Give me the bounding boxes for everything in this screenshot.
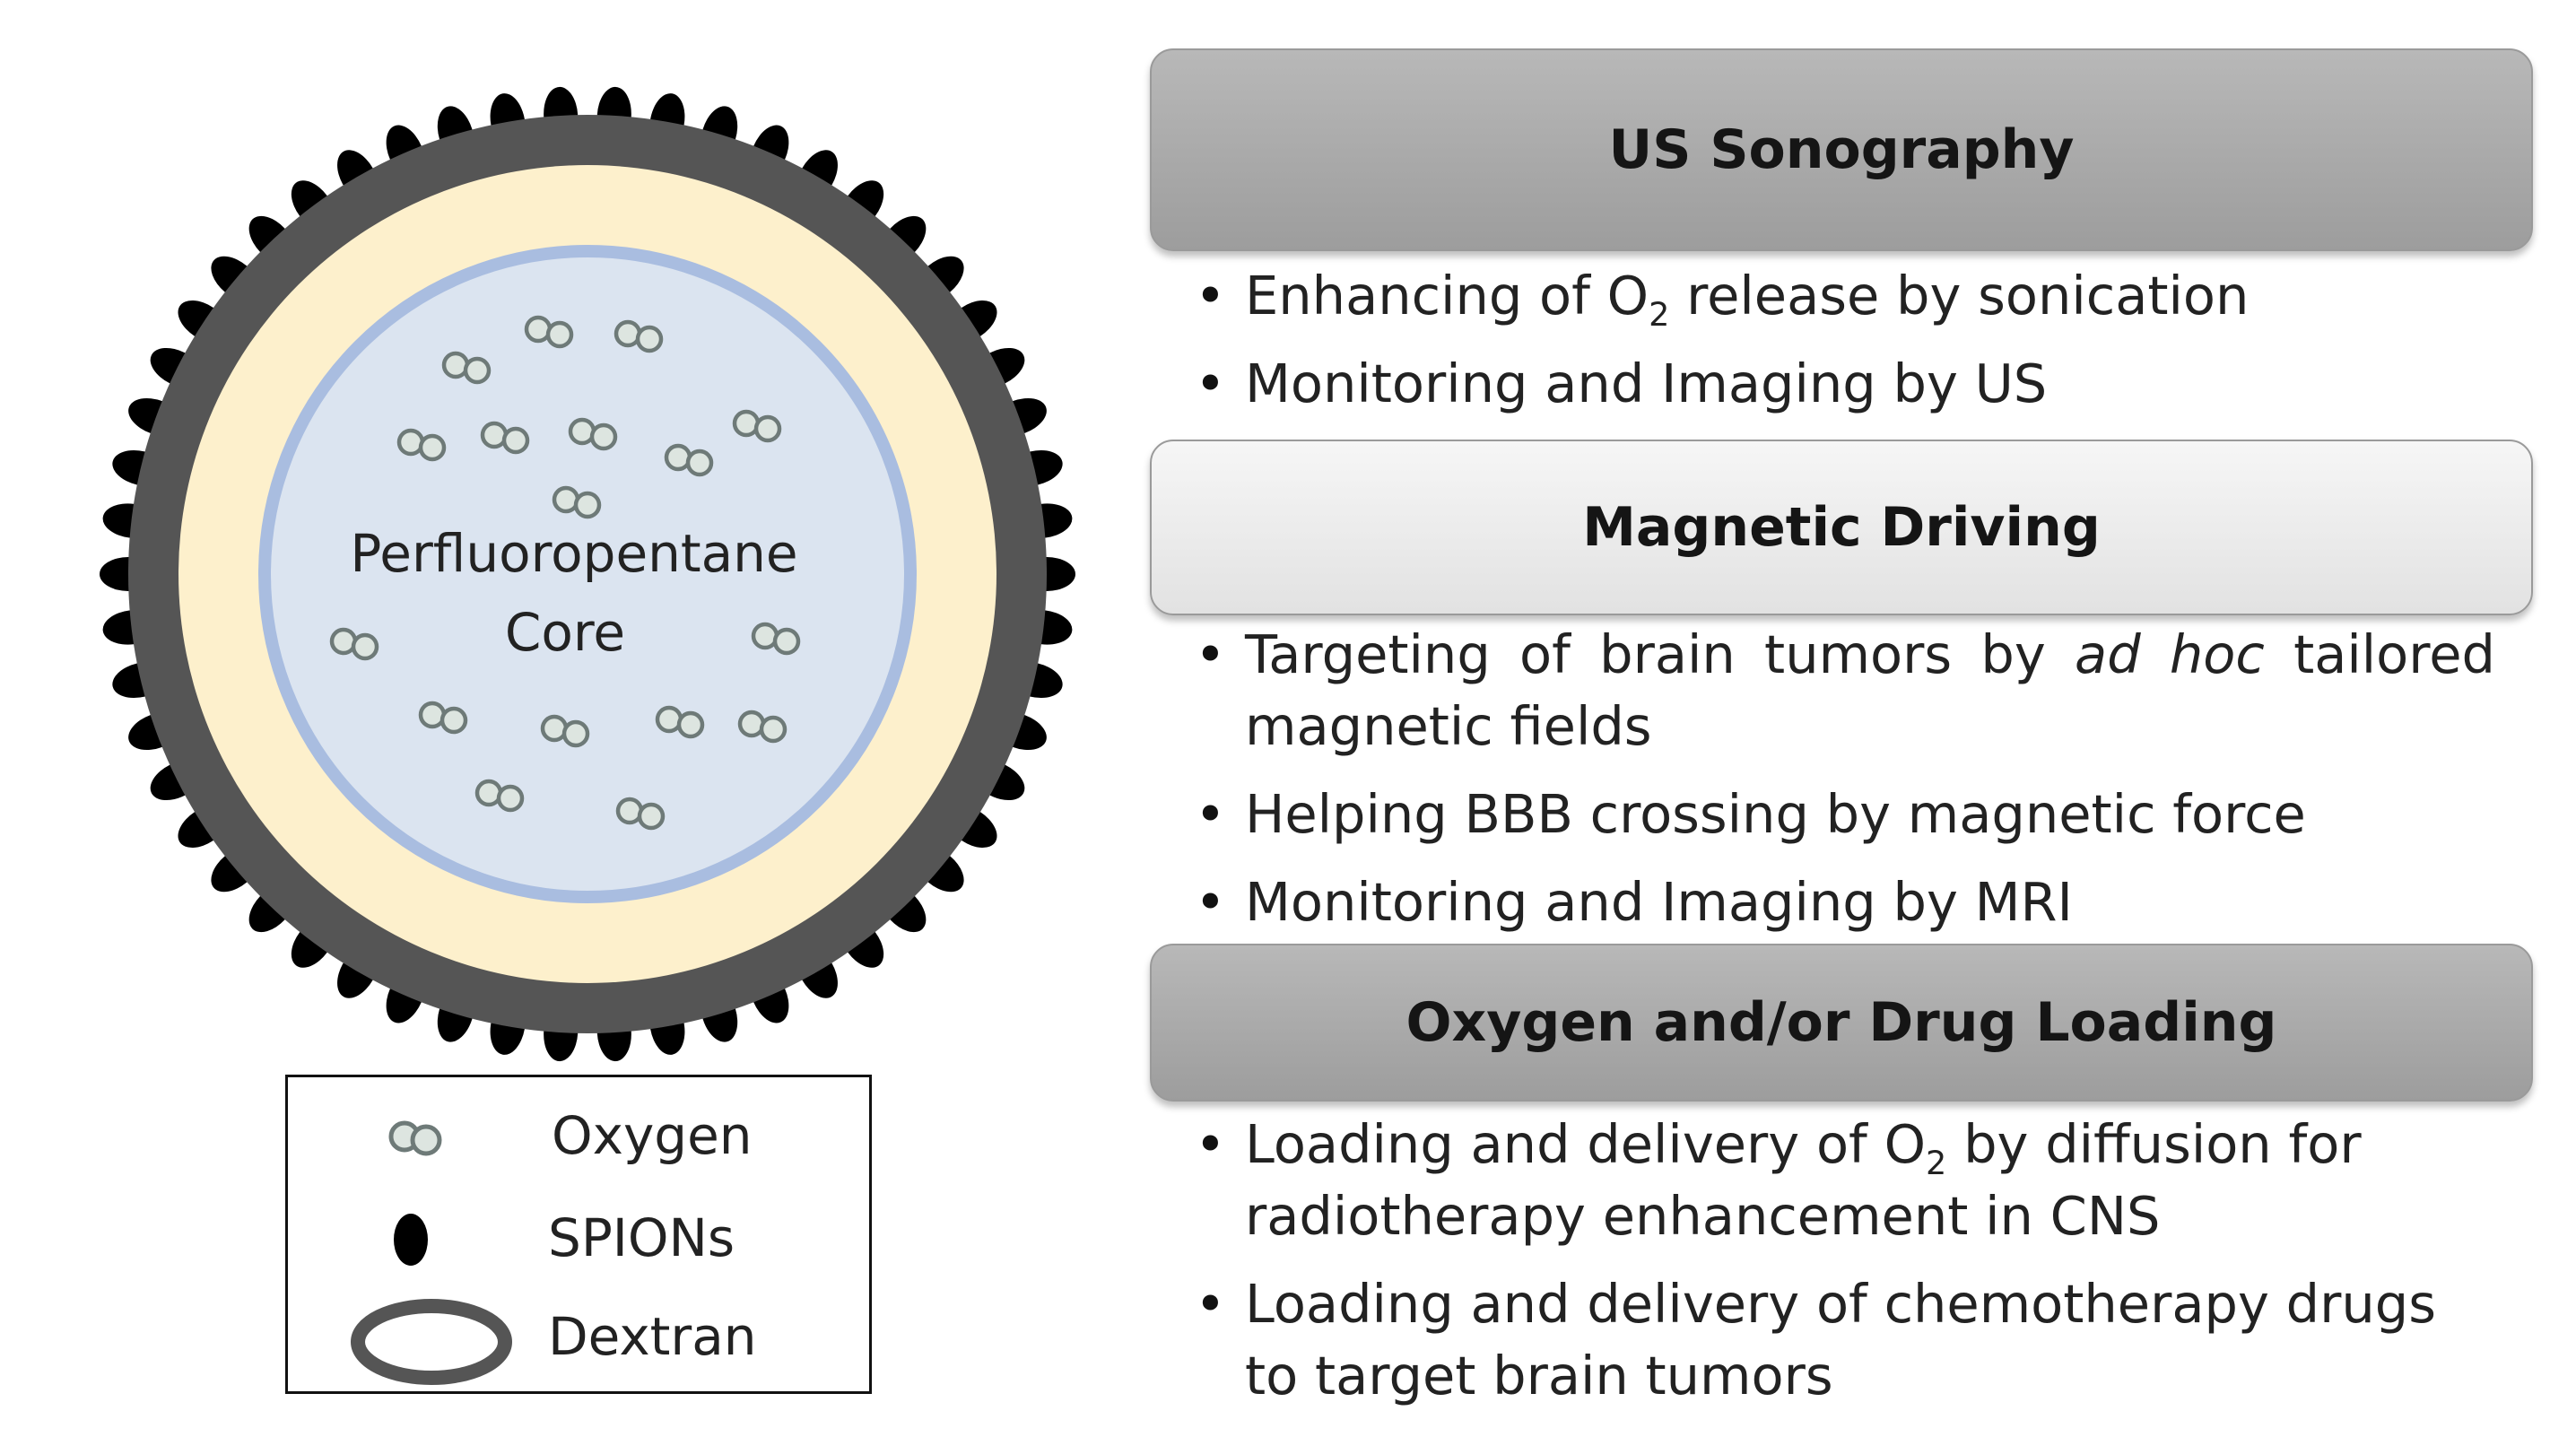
dextran-ring-icon	[351, 1299, 512, 1385]
oxygen-molecule	[329, 627, 379, 661]
oxygen-molecule	[540, 714, 590, 748]
section-bullets-oxygen-drug-loading: Loading and delivery of O2 by diffusion …	[1195, 1109, 2495, 1412]
oxygen-molecule	[664, 443, 714, 477]
oxygen-molecule	[441, 351, 492, 385]
spion-icon	[394, 1214, 428, 1266]
bullet-text: Targeting of brain tumors by	[1245, 623, 2076, 685]
oxygen-molecule	[751, 622, 801, 656]
oxygen-molecule	[615, 797, 666, 831]
bullet-text: Monitoring and Imaging by MRI	[1245, 871, 2073, 933]
section-header-oxygen-drug-loading: Oxygen and/or Drug Loading	[1150, 944, 2533, 1102]
section-title: Magnetic Driving	[1582, 496, 2101, 559]
core-label-line1: Perfluoropentane	[350, 523, 798, 584]
section-header-us-sonography: US Sonography	[1150, 48, 2533, 251]
legend-label-spions: SPIONs	[548, 1207, 735, 1268]
oxygen-molecule	[655, 705, 705, 739]
legend-label-oxygen: Oxygen	[552, 1105, 753, 1166]
nanobubble-diagram	[100, 86, 1075, 1062]
section-bullets-us-sonography: Enhancing of O2 release by sonication Mo…	[1195, 260, 2495, 420]
bullet-item: Monitoring and Imaging by MRI	[1195, 867, 2495, 938]
oxygen-molecule	[552, 485, 602, 519]
oxygen-molecule	[614, 319, 664, 353]
bullet-item: Loading and delivery of O2 by diffusion …	[1195, 1109, 2495, 1252]
oxygen-molecule-icon	[388, 1120, 442, 1156]
bullet-text: Monitoring and Imaging by US	[1245, 353, 2048, 414]
bullet-item: Monitoring and Imaging by US	[1195, 348, 2495, 420]
core-label-line2: Core	[504, 602, 626, 663]
bullet-text: Enhancing of O	[1245, 265, 1649, 327]
bullet-text: Helping BBB crossing by magnetic force	[1245, 783, 2306, 845]
oxygen-molecule	[474, 779, 525, 813]
oxygen-molecule	[568, 417, 618, 451]
oxygen-molecule	[396, 428, 447, 462]
bullet-text: tailored magnetic fields	[1245, 623, 2495, 757]
oxygen-molecule	[480, 421, 530, 455]
oxygen-molecules	[329, 315, 801, 831]
bullet-text: Loading and delivery of chemotherapy dru…	[1245, 1273, 2436, 1407]
oxygen-molecule	[737, 710, 788, 744]
bullet-text: release by sonication	[1669, 265, 2250, 327]
bullet-text: Loading and delivery of O	[1245, 1113, 1927, 1175]
bullet-item: Helping BBB crossing by magnetic force	[1195, 779, 2495, 850]
section-title: Oxygen and/or Drug Loading	[1405, 991, 2277, 1054]
section-bullets-magnetic-driving: Targeting of brain tumors by ad hoc tail…	[1195, 619, 2495, 938]
section-header-magnetic-driving: Magnetic Driving	[1150, 440, 2533, 615]
bullet-item: Enhancing of O2 release by sonication	[1195, 260, 2495, 332]
italic-text: ad hoc	[2075, 623, 2265, 685]
legend: Oxygen SPIONs Dextran	[285, 1075, 872, 1394]
bullet-item: Targeting of brain tumors by ad hoc tail…	[1195, 619, 2495, 762]
oxygen-molecule	[418, 701, 468, 735]
legend-label-dextran: Dextran	[548, 1306, 757, 1367]
bullet-text: by diffusion for radiotherapy enhancemen…	[1245, 1113, 2362, 1247]
subscript: 2	[1926, 1143, 1947, 1182]
subscript: 2	[1649, 294, 1670, 334]
bullet-item: Loading and delivery of chemotherapy dru…	[1195, 1268, 2495, 1412]
section-title: US Sonography	[1608, 118, 2075, 181]
oxygen-molecule	[524, 315, 574, 349]
oxygen-molecule	[732, 409, 782, 443]
